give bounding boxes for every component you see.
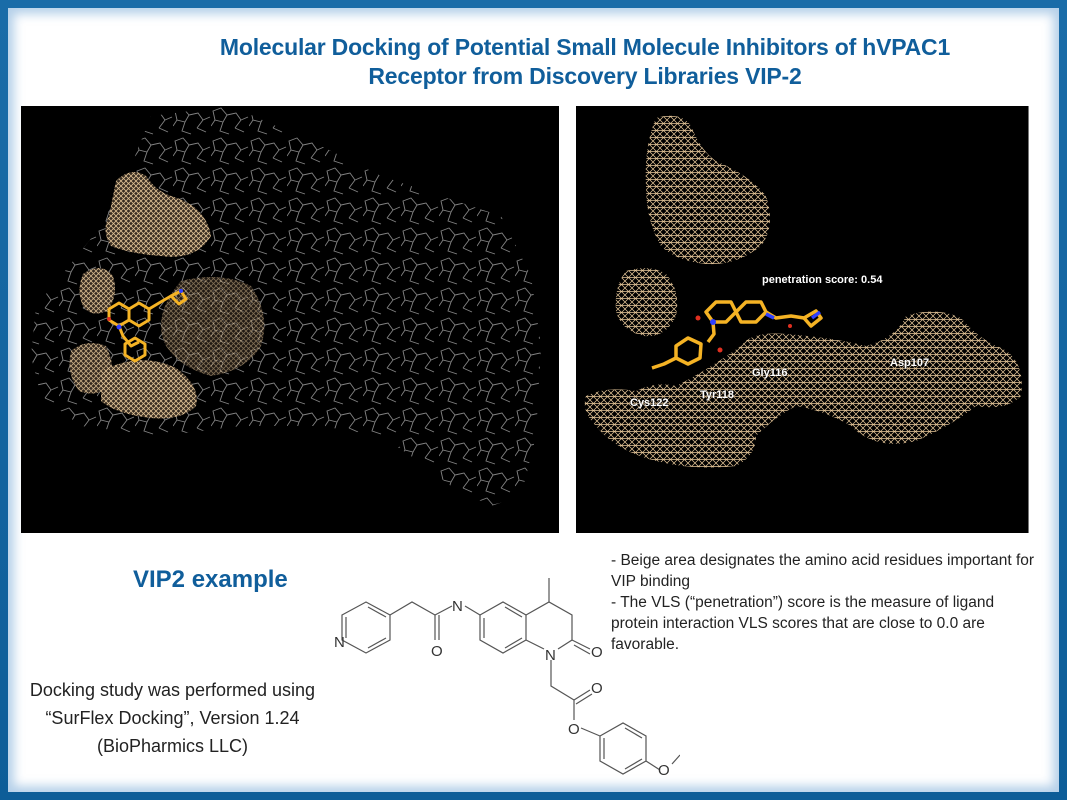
atom-n-pyridine: N (334, 634, 345, 651)
protein-wireframe-render (21, 106, 559, 533)
title-line-2: Receptor from Discovery Libraries VIP-2 (368, 63, 802, 89)
vip2-chemical-structure: N N O N O O O O (334, 578, 680, 779)
credits-line-3: (BioPharmics LLC) (96, 736, 249, 756)
note-2: - The VLS (“penetration”) score is the m… (611, 594, 995, 653)
atom-n-lactam: N (545, 647, 556, 664)
note-1: - Beige area designates the amino acid r… (611, 552, 1035, 590)
credits-line-1: Docking study was performed using (29, 680, 316, 700)
atom-o-ester: O (568, 721, 580, 738)
penetration-score-label: penetration score: 0.54 (762, 274, 883, 286)
software-credits: Docking study was performed using “SurFl… (0, 676, 345, 760)
residue-label-cys122: Cys122 (630, 397, 669, 409)
example-heading: VIP2 example (133, 566, 288, 593)
atom-o-lactam: O (591, 644, 603, 661)
residue-label-asp107: Asp107 (890, 357, 930, 369)
credits-line-2: “SurFlex Docking”, Version 1.24 (45, 708, 300, 728)
docked-ligand (107, 289, 188, 363)
binding-site-closeup-image: penetration score: 0.54 Cys122 Tyr118 Gl… (576, 106, 1029, 533)
docked-ligand-closeup (651, 300, 823, 370)
title-line-1: Molecular Docking of Potential Small Mol… (219, 34, 951, 60)
binding-site-render (576, 106, 1028, 533)
atom-o-amide: O (431, 643, 443, 660)
atom-o-carbonyl: O (591, 680, 603, 697)
protein-overview-image (21, 106, 559, 533)
residue-label-gly116: Gly116 (752, 367, 788, 379)
notes-block: - Beige area designates the amino acid r… (611, 550, 1041, 655)
residue-label-tyr118: Tyr118 (700, 389, 735, 401)
atom-n-amide: N (452, 598, 463, 615)
atom-o-ether: O (658, 762, 670, 779)
slide-title: Molecular Docking of Potential Small Mol… (120, 33, 1050, 91)
